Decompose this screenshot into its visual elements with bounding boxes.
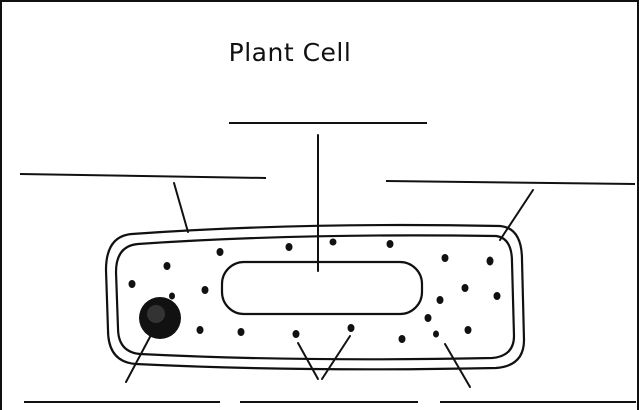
chloroplast xyxy=(437,296,444,304)
chloroplast xyxy=(399,335,406,343)
chloroplasts xyxy=(129,239,501,344)
pointer-chloroplast-a xyxy=(298,343,318,379)
chloroplast xyxy=(494,292,501,300)
chloroplast xyxy=(197,326,204,334)
chloroplast xyxy=(129,280,136,288)
pointer-cytoplasm xyxy=(445,344,470,387)
cell-membrane xyxy=(116,235,514,359)
chloroplast xyxy=(202,286,209,294)
central-vacuole xyxy=(222,262,422,314)
chloroplast xyxy=(217,248,224,256)
pointer-cell-membrane xyxy=(500,190,533,240)
chloroplast xyxy=(169,293,175,300)
pointer-cell-wall xyxy=(174,183,188,232)
chloroplast xyxy=(462,284,469,292)
chloroplast xyxy=(465,326,472,334)
chloroplast xyxy=(330,239,337,246)
chloroplast xyxy=(238,328,245,336)
chloroplast xyxy=(442,254,449,262)
chloroplast xyxy=(425,314,432,322)
cell-wall xyxy=(106,225,524,369)
label-blank-cell-wall[interactable] xyxy=(20,174,266,178)
chloroplast xyxy=(433,331,439,338)
nucleolus xyxy=(147,305,165,323)
chloroplast xyxy=(164,262,171,270)
chloroplast xyxy=(286,243,293,251)
chloroplast xyxy=(487,257,494,266)
chloroplast xyxy=(387,240,394,248)
chloroplast xyxy=(348,324,355,332)
pointer-nucleus xyxy=(126,335,151,382)
pointer-chloroplast-b xyxy=(322,336,350,379)
chloroplast xyxy=(293,330,300,338)
label-blank-cell-membrane[interactable] xyxy=(386,181,635,184)
